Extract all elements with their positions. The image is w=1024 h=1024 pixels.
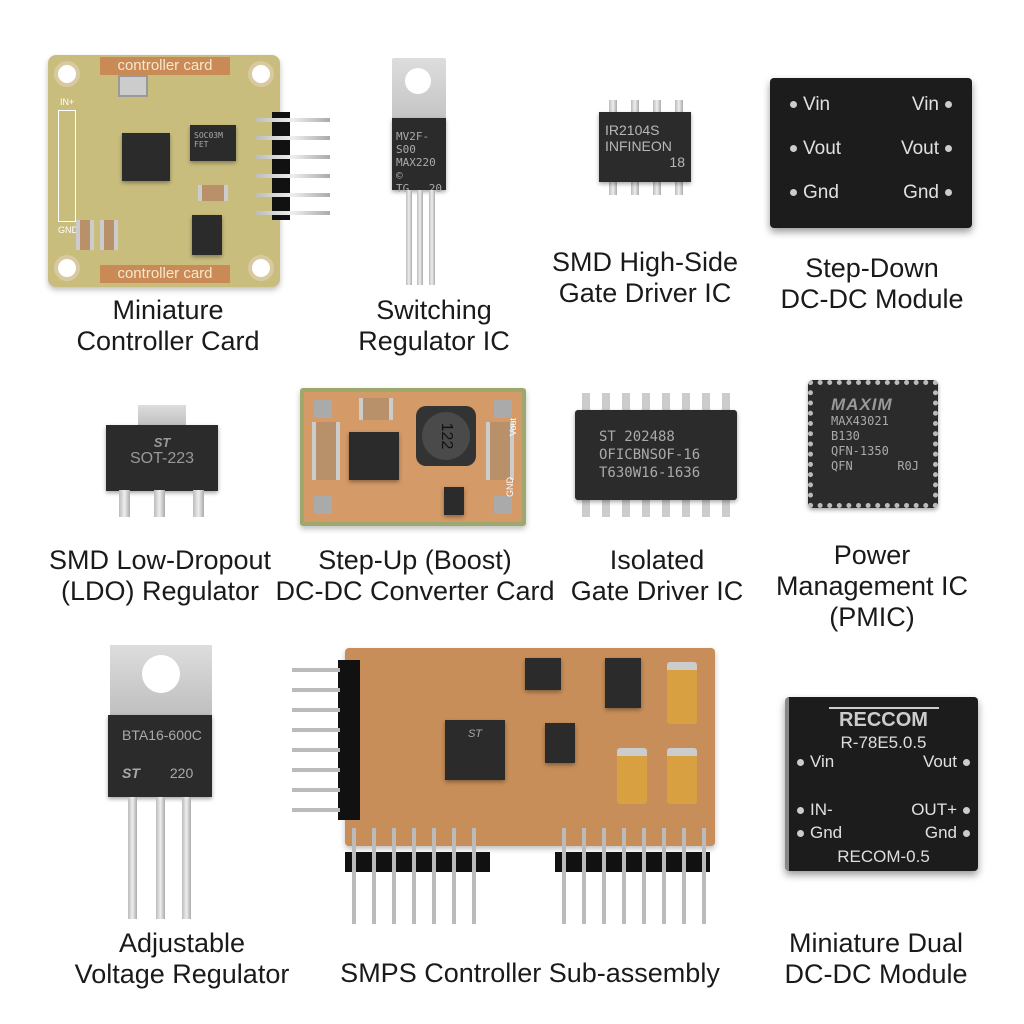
marking: QFN — [831, 459, 853, 473]
marking: BTA16-600C — [122, 727, 202, 743]
marking: MV2F-S00 — [396, 130, 430, 156]
boost-converter-card: 122 Vout GND — [300, 388, 526, 526]
marking: 220 — [169, 765, 194, 781]
dual-dc-dc-module: RECCOM R-78E5.0.5 Vin IN- Gnd Vout OUT+ … — [785, 697, 978, 871]
controller-chip: ST — [445, 720, 505, 780]
step-down-module: Vin Vout Gnd Vin Vout Gnd — [770, 78, 972, 228]
silkscreen-vout: Vout — [507, 417, 518, 437]
label-ldo: SMD Low-Dropout(LDO) Regulator — [48, 545, 272, 606]
pin-label: Vout — [803, 138, 842, 159]
pin-header — [272, 112, 290, 220]
marking: ST 202488 — [599, 429, 675, 445]
pin-label-in: IN+ — [60, 97, 75, 107]
marking: MAX43021 — [831, 414, 889, 428]
marking: SOT-223 — [129, 450, 195, 467]
pin-label: Gnd — [803, 182, 839, 203]
marking: OFICBNSOF-16 — [599, 447, 701, 463]
pin-label: Vin — [810, 752, 835, 771]
marking: 18 — [669, 154, 685, 170]
marking: R-78E5.0.5 — [840, 733, 927, 752]
pin-label: Vout — [922, 752, 957, 771]
silkscreen-top: controller card — [100, 57, 230, 75]
mcu-chip — [122, 133, 170, 181]
marking: T630W16-1636 — [599, 465, 701, 481]
pin-label: OUT+ — [911, 800, 957, 819]
pin-label: Gnd — [903, 182, 939, 203]
marking: R0J — [897, 459, 919, 473]
pin-label: Gnd — [810, 823, 843, 842]
st-logo: ST — [153, 435, 171, 450]
marking: MAX220 © — [396, 156, 436, 182]
silkscreen-gnd: GND — [505, 477, 515, 497]
st-logo: ST — [122, 765, 140, 781]
smps-controller-board: ST — [345, 648, 715, 846]
inductor-marking: 122 — [422, 412, 470, 460]
marking: INFINEON — [605, 138, 672, 154]
marking: IR2104S — [605, 122, 660, 138]
pin-label: Vin — [803, 94, 831, 115]
marking: RECOM-0.5 — [837, 847, 930, 866]
pin-label-gnd: GND — [58, 225, 78, 235]
st-logo: ST — [467, 728, 483, 740]
label-smps-subassembly: SMPS Controller Sub-assembly — [340, 958, 720, 988]
pin-label: Vout — [900, 138, 939, 159]
fet-marking: SOC03M — [194, 131, 223, 140]
marking: TG — [396, 182, 410, 195]
marking: B130 — [831, 429, 860, 443]
fet-marking: FET — [194, 140, 209, 149]
marking: QFN-1350 — [831, 444, 889, 458]
pin-label: Gnd — [924, 823, 957, 842]
label-boost-card: Step-Up (Boost)DC-DC Converter Card — [275, 545, 555, 606]
controller-card: controller card controller card IN+ GND … — [48, 55, 280, 287]
reccom-logo: RECCOM — [828, 707, 939, 732]
inductor: 122 — [416, 406, 476, 466]
maxim-logo: MAXIM — [831, 395, 893, 414]
pin-label: IN- — [810, 800, 833, 819]
adjustable-regulator-chip: BTA16-600C ST 220 — [108, 715, 212, 797]
silkscreen-bottom: controller card — [100, 265, 230, 283]
pin-label: Vin — [911, 94, 939, 115]
